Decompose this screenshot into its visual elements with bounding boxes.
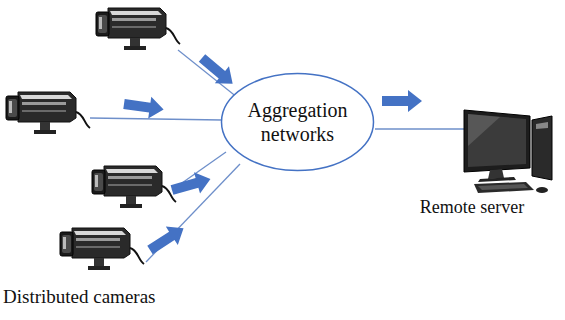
ellipse-outline (220, 72, 375, 172)
computer-icon (460, 106, 556, 196)
node-label: Aggregation networks (234, 98, 361, 146)
network-ellipse: Aggregation networks (220, 72, 375, 172)
server-label: Remote server (392, 196, 552, 218)
server-node: Remote server (412, 104, 552, 222)
network-link (375, 128, 464, 129)
group-label: Distributed cameras (3, 286, 155, 308)
